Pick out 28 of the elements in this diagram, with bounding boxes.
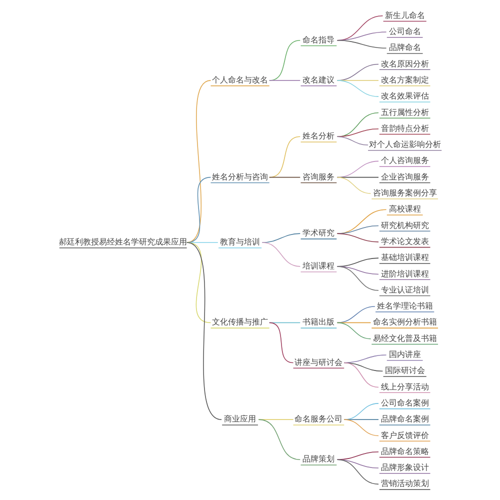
connector — [343, 403, 378, 420]
connector — [343, 362, 378, 388]
connector — [261, 233, 300, 243]
connector — [268, 322, 294, 364]
connector — [336, 233, 378, 242]
connector — [336, 40, 386, 49]
connector — [336, 225, 378, 234]
connector — [336, 266, 378, 291]
connector — [336, 459, 378, 485]
connector — [336, 209, 386, 234]
connector — [261, 242, 300, 267]
connector — [186, 242, 222, 420]
connector — [258, 419, 300, 460]
connector — [336, 112, 378, 138]
connector — [186, 242, 211, 324]
connector — [343, 419, 378, 420]
connector — [268, 176, 300, 178]
connector — [258, 419, 294, 420]
connector — [336, 136, 368, 146]
connector — [336, 128, 378, 138]
connector — [268, 40, 300, 81]
connector — [268, 80, 300, 81]
connector — [343, 419, 378, 436]
connector — [186, 242, 218, 243]
connector — [336, 451, 378, 460]
connector — [268, 136, 300, 178]
connector — [336, 176, 371, 194]
connector — [336, 80, 378, 97]
